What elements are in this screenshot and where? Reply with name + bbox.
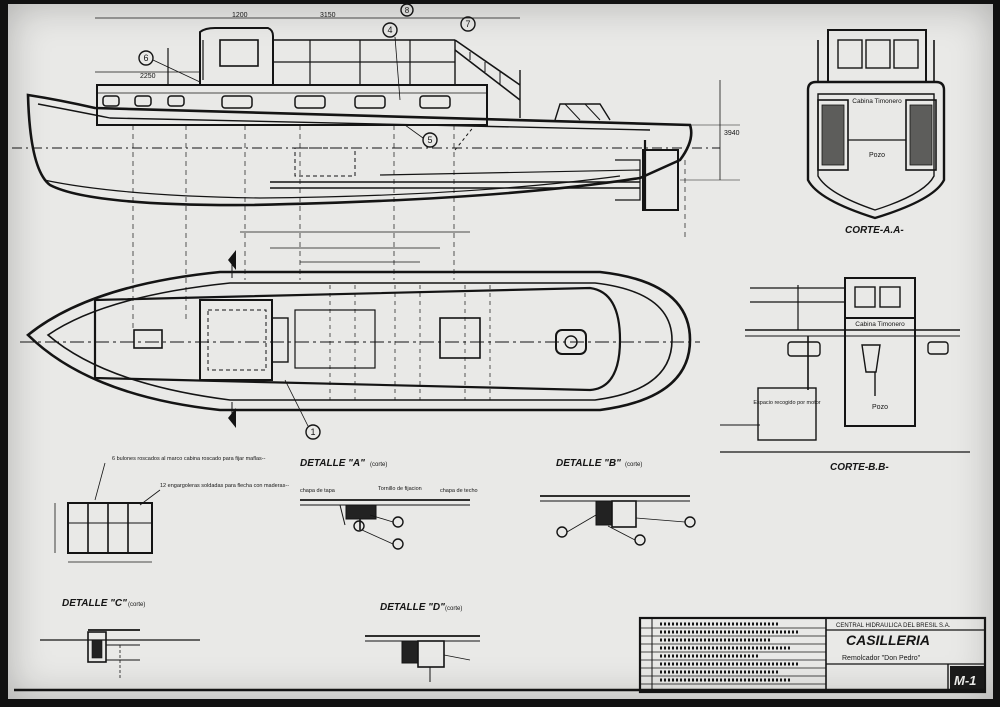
detail-c-drawing	[40, 629, 200, 680]
detail-b-drawing	[540, 495, 696, 546]
title-block	[638, 616, 987, 694]
dim-3150: 3150	[320, 12, 336, 19]
detail-b-note: (corte)	[625, 462, 642, 468]
dim-3940: 3940	[724, 130, 740, 137]
dim-2250: 2250	[140, 73, 156, 80]
section-aa-pozo: Pozo	[869, 152, 885, 159]
detail-a-tornillo: Tornillo de fijacion	[378, 486, 422, 492]
side-profile-view	[12, 17, 740, 330]
callout-7: 7	[465, 19, 470, 29]
detail-a-note: (corte)	[370, 462, 387, 468]
title-block-office: CENTRAL HIDRAULICA DEL BRESIL S.A.	[836, 623, 951, 629]
callout-5: 5	[427, 135, 432, 145]
note-bolts: 6 bulones roscados al marco cabina rosca…	[112, 456, 266, 462]
plan-view	[20, 231, 700, 428]
dim-1200: 1200	[232, 12, 248, 19]
detail-a-tapa: chapa de tapa	[300, 488, 336, 494]
detail-b-title: DETALLE "B"	[556, 458, 621, 469]
section-bb-cabin: Cabina Timonero	[855, 321, 905, 328]
detail-c-title: DETALLE "C"	[62, 598, 127, 609]
title-block-drawing-no: M-1	[954, 673, 976, 688]
detail-d-title: DETALLE "D"	[380, 602, 445, 613]
detail-d-drawing	[365, 635, 480, 682]
detail-a-drawing	[300, 499, 470, 550]
plan-callout: 1	[284, 379, 321, 440]
grate-detail	[54, 462, 161, 563]
section-bb-space: Espacio recogido por motor	[753, 400, 820, 406]
detail-d-note: (corte)	[445, 606, 462, 612]
section-aa-cabin: Cabina Timonero	[852, 98, 902, 105]
detail-a-techo: chapa de techo	[440, 488, 478, 494]
callout-1: 1	[310, 427, 315, 437]
section-aa-view	[806, 29, 946, 220]
detail-a-title: DETALLE "A"	[300, 458, 365, 469]
section-bb-title: CORTE-B.B-	[830, 462, 889, 473]
title-block-title: CASILLERIA	[846, 632, 930, 648]
section-bb-pozo: Pozo	[872, 404, 888, 411]
callout-6: 6	[143, 53, 148, 63]
detail-c-note: (corte)	[128, 602, 145, 608]
title-block-subtitle: Remolcador "Don Pedro"	[842, 655, 921, 662]
callout-8: 8	[405, 6, 410, 15]
profile-callouts: 6 4 8 7 5	[138, 3, 476, 148]
callout-4: 4	[387, 25, 392, 35]
note-hinges: 12 engargoleras soldadas para flecha con…	[160, 483, 289, 489]
section-bb-view	[720, 277, 970, 453]
section-aa-title: CORTE-A.A-	[845, 225, 904, 236]
